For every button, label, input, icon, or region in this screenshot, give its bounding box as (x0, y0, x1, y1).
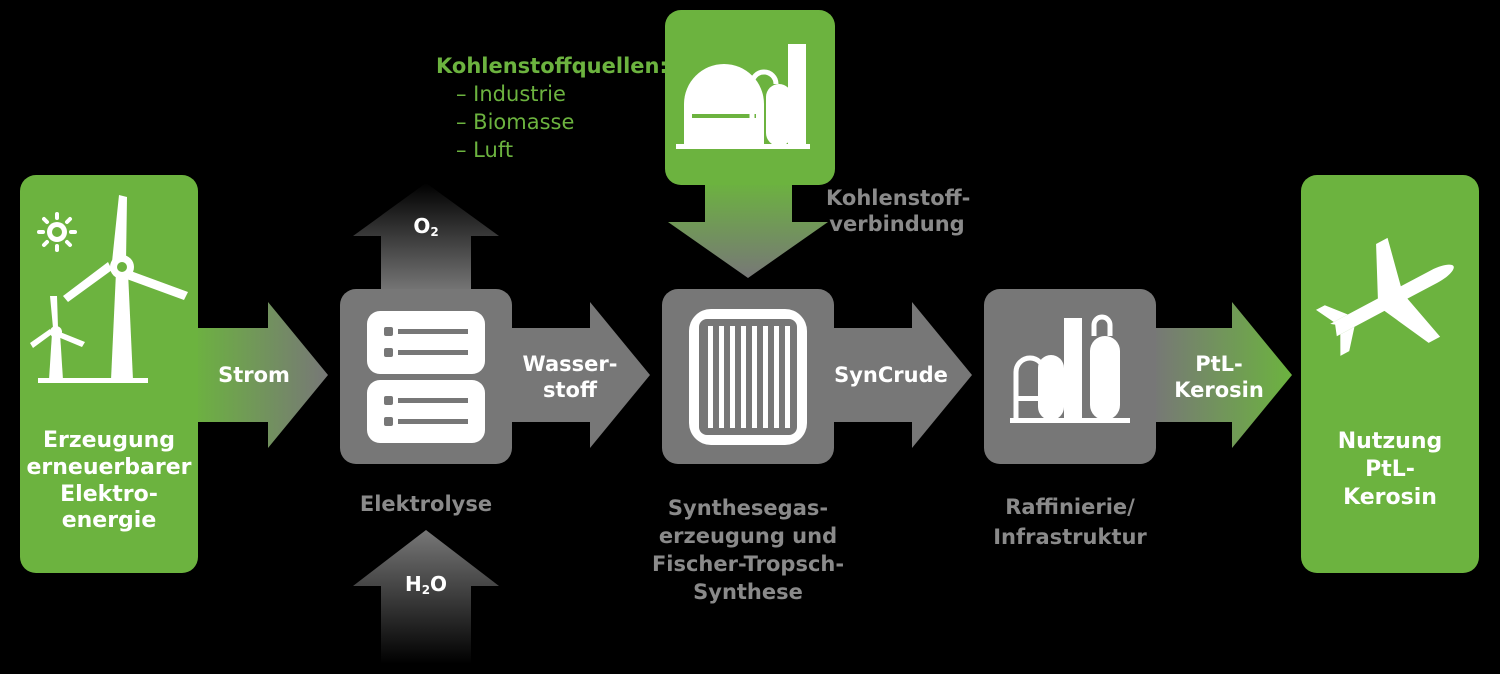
kohlenstoff-line-2: verbindung (829, 211, 965, 236)
renewable-line-3: Elektro- (60, 481, 158, 507)
synthese-label: Synthesegas- erzeugung und Fischer-Trops… (638, 494, 858, 606)
wind-turbine-icon (30, 195, 188, 383)
h2o-o: O (430, 572, 448, 596)
ptl-kerosin-usage-box (1301, 175, 1479, 573)
ptl-arrow-line-1: PtL- (1195, 352, 1243, 376)
h2o-subscript: 2 (421, 583, 431, 597)
o2-symbol: O (413, 214, 431, 238)
h2o-h: H (404, 572, 422, 596)
electrolyzer-icon (367, 311, 485, 443)
arrow-wasserstoff (508, 302, 650, 448)
wasserstoff-line-2: stoff (543, 377, 597, 402)
arrow-strom (192, 302, 328, 448)
arrow-ptl-kerosin (1152, 302, 1292, 448)
usage-line-3: Kerosin (1343, 485, 1437, 510)
arrow-kohlenstoff (668, 182, 828, 278)
usage-line-1: Nutzung (1337, 429, 1443, 454)
h2o-label: H2O (390, 572, 462, 598)
ptl-arrow-line-2: Kerosin (1174, 377, 1264, 402)
carbon-sources-title: Kohlenstoffquellen: (436, 54, 668, 78)
biogas-plant-icon (676, 44, 810, 149)
carbon-source-item: – Biomasse (456, 110, 575, 134)
synthese-line-1: Synthesegas- (667, 496, 829, 520)
carbon-sources-list: Kohlenstoffquellen: – Industrie – Biomas… (436, 52, 668, 164)
strom-label: Strom (218, 363, 290, 387)
arrow-h2o (353, 530, 499, 664)
sun-icon (37, 212, 77, 252)
elektrolyse-label: Elektrolyse (326, 492, 526, 518)
synthese-line-2: erzeugung und (658, 524, 838, 548)
refinery-icon (1010, 314, 1130, 423)
o2-subscript: 2 (430, 225, 439, 239)
usage-label: Nutzung PtL- Kerosin (1301, 428, 1479, 512)
synthese-line-3: Fischer-Tropsch- (651, 552, 845, 576)
renewable-line-1: Erzeugung (42, 428, 176, 453)
usage-line-2: PtL- (1365, 457, 1415, 482)
renewable-energy-label: Erzeugung erneuerbarer Elektro- energie (20, 428, 198, 535)
renewable-energy-box (20, 175, 198, 573)
syncrude-label: SynCrude (834, 363, 948, 387)
ptl-kerosin-arrow-label: PtL- Kerosin (1160, 352, 1278, 403)
arrow-syncrude (830, 302, 972, 448)
o2-label: O2 (396, 214, 456, 240)
elektrolyse-line-1: Elektrolyse (359, 492, 493, 516)
airplane-icon (1315, 237, 1454, 356)
kohlenstoff-line-1: Kohlenstoff- (826, 186, 971, 210)
raffinerie-line-1: Raffinierie/ (1005, 495, 1135, 519)
wasserstoff-line-1: Wasser- (522, 352, 618, 376)
raffinerie-line-2: Infrastruktur (993, 525, 1147, 549)
renewable-line-2: erneuerbarer (26, 454, 192, 480)
carbon-source-item: – Industrie (456, 82, 566, 106)
raffinerie-label: Raffinierie/ Infrastruktur (970, 492, 1170, 552)
arrow-o2 (353, 183, 499, 292)
wasserstoff-label: Wasser- stoff (516, 352, 624, 403)
carbon-source-item: – Luft (456, 138, 514, 162)
renewable-line-4: energie (61, 508, 157, 534)
synthese-line-4: Synthese (693, 580, 803, 604)
kohlenstoff-label: Kohlenstoff- verbindung (826, 186, 971, 237)
reactor-icon (689, 309, 807, 445)
